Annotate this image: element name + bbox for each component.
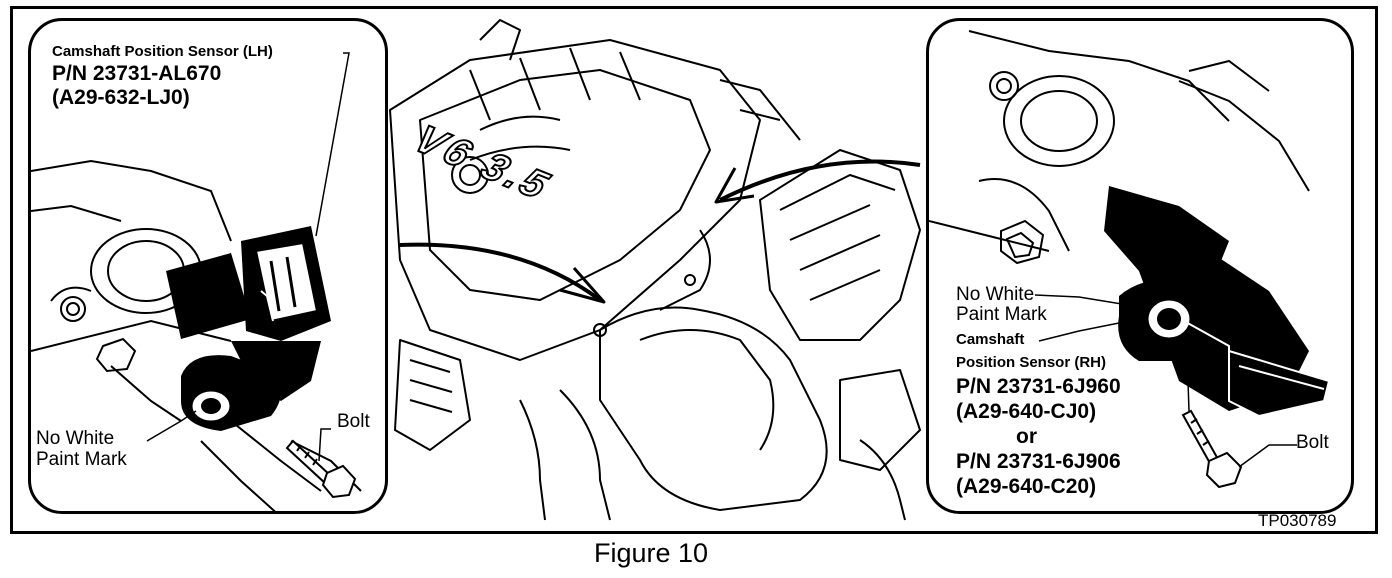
reference-code: TP030789: [1258, 511, 1337, 530]
lh-sensor-title: Camshaft Position Sensor (LH): [52, 43, 273, 60]
lh-no-white-label: No White: [36, 428, 115, 449]
rh-sensor-title-line1: Camshaft: [956, 331, 1025, 348]
lh-sensor-callout: [28, 18, 388, 514]
lh-part-number: P/N 23731-AL670: [52, 62, 222, 85]
rh-paint-mark-label: Paint Mark: [956, 304, 1047, 325]
rh-part-number-1: P/N 23731-6J960: [956, 375, 1121, 398]
rh-or-text: or: [1016, 425, 1037, 448]
rh-part-number-2: P/N 23731-6J906: [956, 450, 1121, 473]
rh-bolt-label: Bolt: [1296, 432, 1329, 453]
figure-caption: Figure 10: [594, 538, 709, 568]
rh-sensor-title-line2: Position Sensor (RH): [956, 354, 1107, 371]
lh-alt-code: (A29-632-LJ0): [52, 86, 190, 109]
rh-sensor-callout: [926, 18, 1354, 514]
lh-bolt-label: Bolt: [337, 411, 370, 432]
lh-paint-mark-label: Paint Mark: [36, 449, 127, 470]
rh-alt-code-1: (A29-640-CJ0): [956, 400, 1097, 423]
rh-no-white-label: No White: [956, 284, 1035, 305]
rh-sensor-illustration: [929, 30, 1331, 489]
rh-alt-code-2: (A29-640-C20): [956, 475, 1097, 498]
lh-sensor-illustration: [31, 52, 362, 511]
